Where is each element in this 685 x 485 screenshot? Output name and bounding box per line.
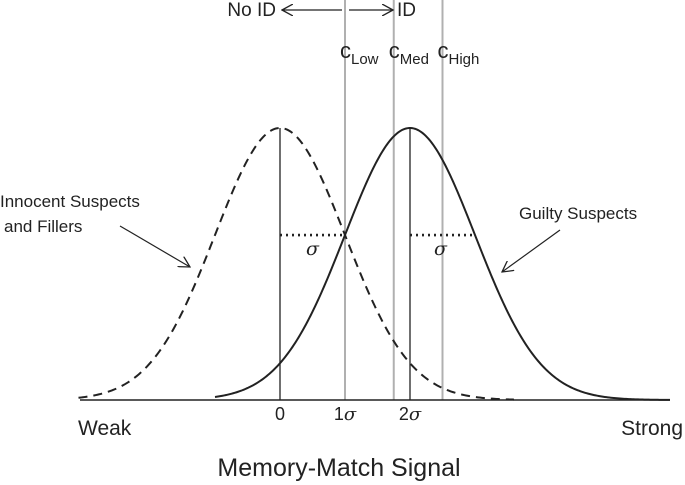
criterion-sub-high: High (449, 51, 480, 68)
criterion-label-med: cMed (389, 38, 429, 68)
tick-label-zero: 0 (275, 404, 285, 424)
id-label: ID (397, 0, 416, 21)
criterion-sub-low: Low (351, 51, 379, 68)
criterion-label-high: cHigh (438, 38, 480, 68)
criterion-letter-high: c (438, 38, 449, 63)
tick-label-two-sigma: 2σ (399, 404, 422, 425)
guilty-distribution-curve (214, 127, 671, 401)
criterion-sub-med: Med (400, 51, 429, 68)
axis-left-label: Weak (78, 417, 132, 440)
innocent-distribution-curve (78, 126, 515, 401)
tick-label-one-sigma: 1σ (334, 404, 357, 425)
tick-sym-two-sigma: σ (409, 404, 422, 425)
tick-num-zero: 0 (275, 404, 285, 424)
innocent-label-line-1: Innocent Suspects (0, 192, 140, 211)
guilty-label: Guilty Suspects (519, 204, 637, 223)
sd-label-innocent: σ (306, 238, 320, 260)
no-id-label: No ID (227, 0, 276, 21)
tick-num-one-sigma: 1 (334, 404, 344, 424)
tick-sym-one-sigma: σ (344, 404, 357, 425)
innocent-pointer-arrow (119, 225, 190, 267)
criterion-letter-low: c (340, 38, 351, 63)
criterion-letter-med: c (389, 38, 400, 63)
axis-right-label: Strong (621, 417, 683, 440)
sd-label-guilty: σ (434, 238, 448, 260)
innocent-label-line-2: and Fillers (4, 217, 82, 236)
diagram-title: Memory-Match Signal (217, 454, 460, 482)
guilty-pointer-arrow (502, 229, 561, 272)
criterion-label-low: cLow (340, 38, 379, 68)
tick-num-two-sigma: 2 (399, 404, 409, 424)
